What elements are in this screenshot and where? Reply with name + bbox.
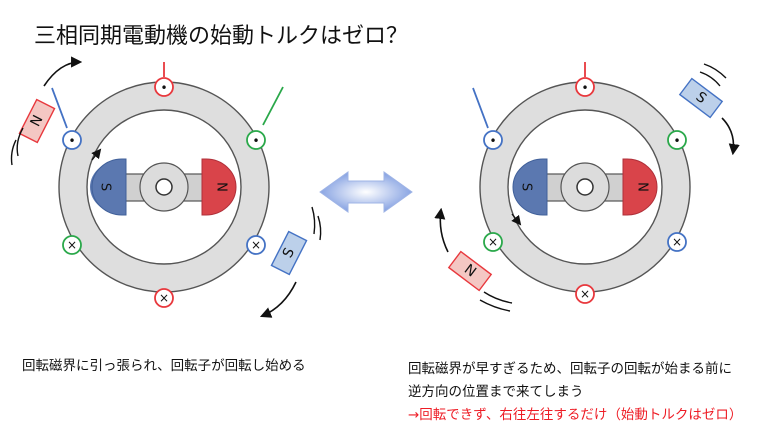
right-motor: S N • • • × × × [434,62,740,312]
caption-right-line-1: 回転磁界が早すぎるため、回転子の回転が始まる前に [408,361,732,377]
right-cross-blue: × [672,235,682,249]
right-rotor-axle [576,178,594,196]
page-title: 三相同期電動機の始動トルクはゼロ？ [34,24,409,49]
right-motion-line-3 [483,291,513,304]
right-conductor-blue-br: × [667,232,687,252]
left-rotor: S N [90,158,237,216]
left-rotor-n-label: N [214,182,229,192]
right-arrow-top [721,117,740,156]
left-motor: S N • • • × × × [10,56,322,318]
right-rotor-s-label: S [519,183,534,191]
right-rotor: S N [512,158,658,216]
left-rotor-s-label: S [98,183,113,191]
left-field-magnet-n: N [18,98,56,144]
left-conductor-blue-tl: • [51,87,82,150]
right-conductor-green-tr: • [667,130,687,150]
double-arrow [319,171,413,213]
left-motion-line-2 [10,139,17,166]
left-field-magnet-s: S [270,230,308,276]
right-dot-red: • [581,81,588,95]
right-rotor-arrow [511,213,522,226]
right-cross-red: × [580,287,590,301]
right-arrow-bottom [434,207,449,253]
left-conductor-red-bottom: × [154,288,174,308]
right-cross-green: × [488,235,498,249]
left-conductor-blue-br: × [246,235,266,255]
right-motion-line-1 [699,71,721,87]
left-rotor-arrow [91,148,102,161]
left-dot-blue: • [68,134,75,148]
right-rotor-pole-s-shape [512,158,548,216]
left-conductor-green-tr: • [246,86,284,150]
left-dot-red: • [160,81,167,95]
left-rotor-axle [155,178,173,196]
left-motion-line-3 [311,206,316,235]
right-dot-blue: • [489,134,496,148]
left-cross-green: × [67,238,77,252]
left-dot-green: • [252,134,259,148]
right-conductor-red-bottom: × [575,284,595,304]
left-rotor-pole-n-shape [201,158,237,216]
left-motion-line-1 [16,127,24,157]
right-field-magnet-n: N [447,250,493,292]
left-conductor-red-top: • [154,62,174,97]
left-cross-red: × [159,291,169,305]
right-conductor-green-bl: × [483,232,503,252]
right-rotor-pole-n-shape [622,158,658,216]
right-motion-line-4 [479,299,511,312]
left-arrow-bottom [259,281,297,318]
left-arrow-top [43,56,83,87]
right-rotor-n-label: N [635,182,650,192]
left-cross-blue: × [251,238,261,252]
left-motion-line-4 [317,215,322,241]
right-motion-line-2 [703,63,727,79]
caption-left: 回転磁界に引っ張られ、回転子が回転し始める [22,358,306,374]
right-conductor-red-top: • [575,62,595,97]
right-field-magnet-s: S [678,77,724,119]
caption-right-line-2: 逆方向の位置まで来てしまう [408,384,584,400]
caption-right-line-3: →回転できず、右往左往するだけ（始動トルクはゼロ） [408,407,743,423]
left-rotor-pole-s-shape [91,158,127,216]
right-stator-inner-edge [507,109,663,265]
left-conductor-green-bl: × [62,235,82,255]
right-dot-green: • [673,134,680,148]
right-conductor-blue-tl: • [472,87,503,150]
left-stator-inner-edge [86,109,242,265]
